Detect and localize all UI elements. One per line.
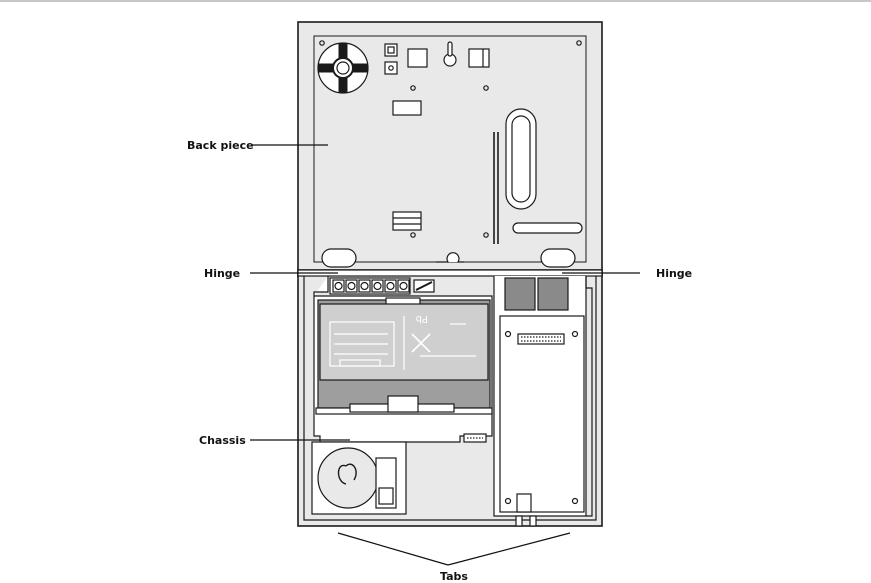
wire-slot [506, 109, 536, 209]
terminal-block [330, 278, 434, 294]
circuit-board [494, 276, 586, 516]
label-chassis: Chassis [199, 434, 246, 447]
tabs-leader-left [338, 533, 448, 565]
back-piece [298, 22, 602, 276]
tabs-leader-right [448, 533, 570, 565]
label-back-piece: Back piece [187, 139, 254, 152]
round-knockout [318, 43, 368, 93]
label-tabs: Tabs [440, 570, 468, 583]
speaker [312, 442, 406, 514]
label-hinge-left: Hinge [204, 267, 240, 280]
battery-marking: Pb [416, 313, 428, 324]
battery: Pb [318, 298, 490, 408]
chassis: Pb [298, 270, 602, 526]
label-hinge-right: Hinge [656, 267, 692, 280]
